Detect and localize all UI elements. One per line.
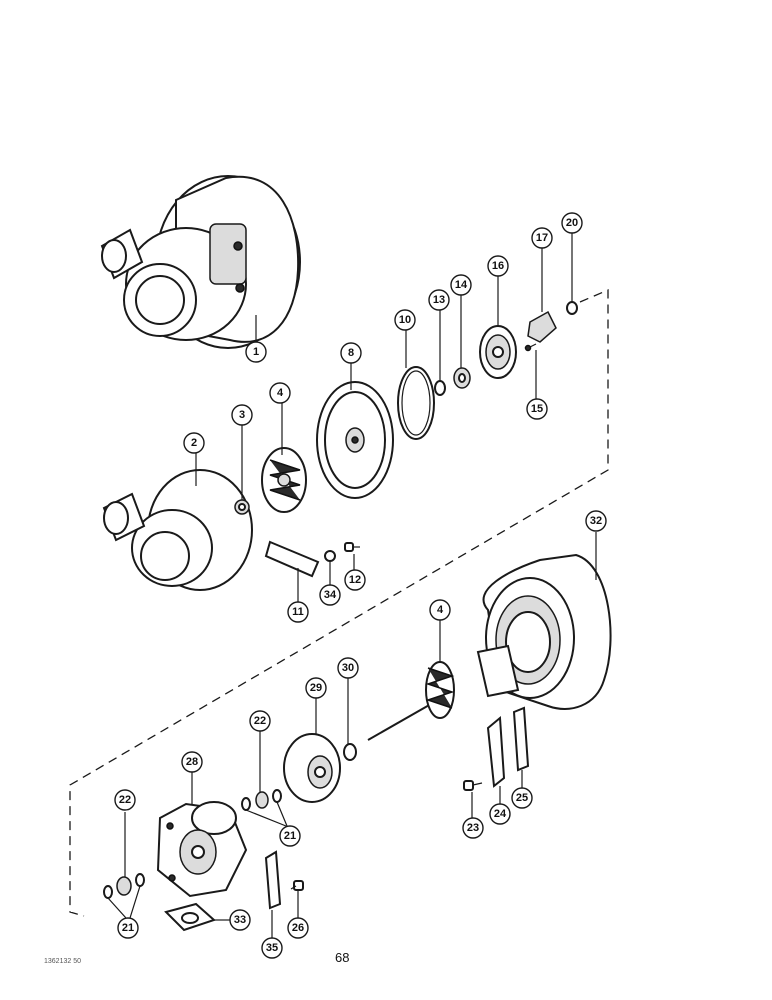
clamp-plate-b (512, 706, 530, 772)
clamp-plate-a (486, 715, 506, 788)
compressor-housing (102, 469, 253, 591)
callout-17: 17 (531, 227, 553, 249)
callout-1: 1 (245, 341, 267, 363)
callout-33: 33 (229, 909, 251, 931)
heat-shield (283, 733, 341, 803)
backplate (316, 381, 394, 499)
leader-lines (107, 233, 597, 938)
callout-label: 16 (492, 260, 504, 272)
callout-label: 17 (536, 232, 548, 244)
callout-29: 29 (305, 677, 327, 699)
callout-10: 10 (394, 309, 416, 331)
page-number: 68 (335, 950, 350, 965)
callout-16: 16 (487, 255, 509, 277)
callout-label: 25 (516, 792, 528, 804)
bearing-set-lower (103, 873, 145, 899)
callout-14: 14 (450, 274, 472, 296)
thrust-collar (453, 367, 471, 389)
callout-label: 24 (494, 808, 507, 820)
housing-screw (463, 780, 483, 791)
callout-11: 11 (287, 601, 309, 623)
retaining-ring (434, 380, 446, 396)
callout-label: 13 (433, 294, 445, 306)
callout-label: 30 (342, 662, 354, 674)
callout-35: 35 (261, 937, 283, 959)
turbine-wheel-shaft (367, 661, 455, 741)
callout-21-lower: 21 (117, 917, 139, 939)
callout-label: 4 (437, 604, 444, 616)
callout-label: 32 (590, 515, 602, 527)
callout-25: 25 (511, 787, 533, 809)
callout-label: 11 (292, 606, 304, 618)
gasket (164, 902, 216, 932)
clamp-plate (264, 540, 320, 578)
callout-label: 8 (348, 347, 354, 359)
callout-label: 29 (310, 682, 322, 694)
figure-reference-code: 1362132 50 (44, 958, 81, 965)
callout-label: 14 (455, 279, 468, 291)
callout-2: 2 (183, 432, 205, 454)
callout-15: 15 (526, 398, 548, 420)
callout-22-upper: 22 (249, 710, 271, 732)
plate-screw (524, 343, 537, 352)
callout-label: 34 (324, 589, 337, 601)
lock-washer (324, 550, 336, 562)
thrust-bearing (479, 325, 517, 379)
cap-screw (344, 542, 360, 552)
callout-label: 10 (399, 314, 411, 326)
callout-label: 3 (239, 409, 245, 421)
callout-23: 23 (462, 817, 484, 839)
callout-24: 24 (489, 803, 511, 825)
callout-label: 1 (253, 346, 259, 358)
callout-label: 2 (191, 437, 197, 449)
callout-8: 8 (340, 342, 362, 364)
callout-28: 28 (181, 751, 203, 773)
callout-4-turbine: 4 (429, 599, 451, 621)
center-housing (156, 801, 248, 898)
assembly-guide-dashed-line (69, 289, 609, 917)
callout-label: 23 (467, 822, 479, 834)
callout-21-upper: 21 (279, 825, 301, 847)
callout-label: 15 (531, 403, 543, 415)
lower-cap-screw (290, 880, 304, 891)
callout-label: 35 (266, 942, 278, 954)
callout-label: 26 (292, 922, 304, 934)
callout-label: 21 (284, 830, 296, 842)
callout-label: 20 (566, 217, 578, 229)
callout-30: 30 (337, 657, 359, 679)
turbocharger-assembly (100, 175, 301, 349)
callout-20: 20 (561, 212, 583, 234)
seal-ring (397, 366, 435, 440)
callout-label: 4 (277, 387, 284, 399)
compressor-wheel (261, 447, 307, 513)
lock-plate (527, 310, 557, 343)
callout-22-lower: 22 (114, 789, 136, 811)
callout-32: 32 (585, 510, 607, 532)
callout-26: 26 (287, 917, 309, 939)
small-nut (566, 301, 578, 315)
lock-nut (234, 499, 250, 515)
callout-34: 34 (319, 584, 341, 606)
callout-13: 13 (428, 289, 450, 311)
callout-label: 22 (254, 715, 266, 727)
callout-label: 21 (122, 922, 134, 934)
callout-4: 4 (269, 382, 291, 404)
callout-label: 33 (234, 914, 246, 926)
callout-3: 3 (231, 404, 253, 426)
callout-label: 12 (349, 574, 361, 586)
callout-12: 12 (344, 569, 366, 591)
piston-ring (343, 743, 357, 761)
turbine-housing (476, 553, 612, 710)
callout-label: 28 (186, 756, 198, 768)
callout-label: 22 (119, 794, 131, 806)
lock-plate-lower (264, 850, 282, 910)
bearing-set-upper (241, 789, 282, 811)
